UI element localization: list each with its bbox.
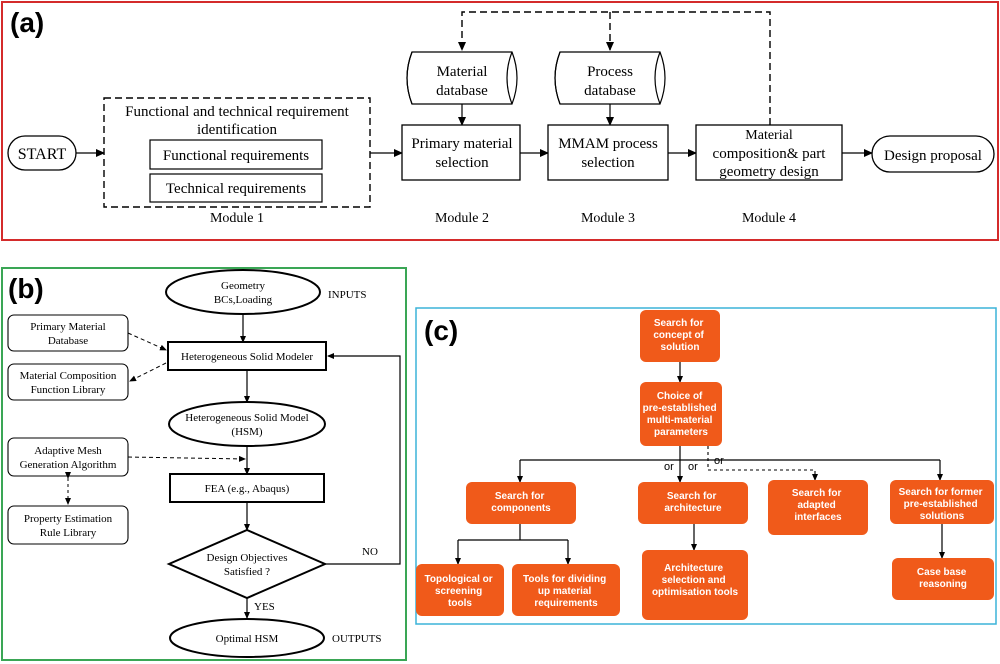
design-proposal-terminal: [871, 135, 995, 173]
or-label-2: or: [688, 461, 698, 473]
mat-comp-line1: Material Composition: [20, 370, 117, 382]
property-estimation-box: [7, 505, 129, 545]
composition-box: [695, 124, 843, 181]
optimal-hsm-ellipse: [169, 618, 325, 658]
hetero-modeler-label: Heterogeneous Solid Modeler: [181, 351, 313, 363]
tools-dividing-text: Tools for dividing up material requireme…: [523, 574, 609, 609]
or-label-1: or: [664, 461, 674, 473]
topological-box: Topological or screening tools: [416, 564, 504, 616]
panel-b-label: (b): [8, 273, 44, 304]
hsm-ellipse: [168, 401, 326, 447]
fea-label: FEA (e.g., Abaqus): [205, 483, 290, 495]
mmam-selection-box: [547, 124, 669, 181]
functional-req-label: Functional requirements: [163, 148, 309, 164]
mesh-line2: Generation Algorithm: [20, 459, 117, 471]
composition-line2: composition& part: [713, 146, 827, 162]
panel-a-border: [1, 1, 999, 241]
module1-label: Module 1: [210, 211, 264, 226]
case-base-text: Case base reasoning: [917, 567, 969, 590]
dashed-interfaces: [707, 446, 818, 481]
components-box: Search for components: [466, 482, 576, 524]
panel-a-label: (a): [10, 7, 44, 38]
geometry-line2: BCs,Loading: [214, 294, 273, 306]
primary-selection-box: [401, 124, 521, 181]
tools-dividing-box: Tools for dividing up material requireme…: [512, 564, 620, 616]
module1-title-line1: Functional and technical requirement: [125, 104, 349, 120]
choice-box: Choice of pre-established multi-material…: [640, 382, 722, 446]
primary-sel-line2: selection: [435, 155, 489, 171]
design-proposal-label: Design proposal: [884, 148, 982, 164]
no-feedback-loop: [325, 353, 401, 565]
panel-c-label: (c): [424, 315, 458, 346]
primary-db-line1: Primary Material: [30, 321, 105, 333]
inputs-label: INPUTS: [328, 289, 367, 301]
components-text: Search for components: [491, 491, 551, 514]
topological-text: Topological or screening tools: [425, 574, 496, 609]
prop-line2: Rule Library: [40, 527, 97, 539]
or-label-3: or: [714, 455, 724, 467]
dashed-db-modeler: [127, 332, 167, 351]
mat-comp-library-box: [7, 363, 129, 401]
mmam-line1: MMAM process: [558, 136, 658, 152]
primary-sel-line1: Primary material: [411, 136, 512, 152]
arch-selection-text: Architecture selection and optimisation …: [652, 563, 739, 598]
panel-b-border: [1, 267, 407, 661]
design-objectives-diamond: [166, 528, 328, 600]
no-label: NO: [362, 546, 378, 558]
material-db-line1: Material: [437, 64, 488, 80]
mesh-line1: Adaptive Mesh: [34, 445, 102, 457]
composition-line3: geometry design: [719, 164, 819, 180]
choice-text: Choice of pre-established multi-material…: [643, 391, 720, 438]
feedback-loop-dashed: [458, 11, 771, 125]
hsm-line2: (HSM): [231, 426, 263, 438]
architecture-text: Search for architecture: [664, 491, 722, 514]
former-text: Search for former pre-established soluti…: [899, 487, 986, 522]
process-db-line2: database: [584, 83, 636, 99]
dashed-modeler-library: [129, 362, 167, 382]
panel-b: (b) Geometry BCs,Loading INPUTS Primary …: [1, 267, 407, 661]
material-database-cylinder: [406, 51, 518, 105]
process-db-line1: Process: [587, 64, 633, 80]
outputs-label: OUTPUTS: [332, 633, 382, 645]
primary-db-line2: Database: [48, 335, 88, 347]
process-database-cylinder: [554, 51, 666, 105]
concept-text: Search for concept of solution: [653, 318, 706, 353]
interfaces-box: Search for adapted interfaces: [768, 480, 868, 535]
concept-box: Search for concept of solution: [640, 310, 720, 362]
technical-req-box: [149, 173, 323, 203]
geometry-line1: Geometry: [221, 280, 265, 292]
hsm-line1: Heterogeneous Solid Model: [185, 412, 308, 424]
former-box: Search for former pre-established soluti…: [890, 480, 994, 524]
design-obj-line1: Design Objectives: [207, 552, 288, 564]
design-obj-line2: Satisfied ?: [224, 566, 270, 578]
yes-label: YES: [254, 601, 275, 613]
mat-comp-line2: Function Library: [31, 384, 106, 396]
architecture-box: Search for architecture: [638, 482, 748, 524]
material-db-line2: database: [436, 83, 488, 99]
start-label: START: [18, 146, 67, 163]
module4-label: Module 4: [742, 211, 796, 226]
hetero-modeler-box: [167, 341, 327, 371]
technical-req-label: Technical requirements: [166, 181, 306, 197]
module2-label: Module 2: [435, 211, 489, 226]
panel-a: (a) START Functional and technical requi…: [1, 1, 999, 241]
mmam-line2: selection: [581, 155, 635, 171]
arch-selection-box: Architecture selection and optimisation …: [642, 550, 748, 620]
panel-c-border: [415, 307, 997, 625]
composition-line1: Material: [745, 128, 793, 143]
prop-line1: Property Estimation: [24, 513, 113, 525]
dashed-mesh-fea: [127, 455, 246, 462]
interfaces-text: Search for adapted interfaces: [792, 488, 844, 523]
module1-title-line2: identification: [197, 122, 277, 138]
functional-req-box: [149, 139, 323, 170]
panel-c: (c) or or or Search for concept of solut…: [415, 307, 997, 625]
optimal-label: Optimal HSM: [216, 633, 279, 645]
module3-label: Module 3: [581, 211, 635, 226]
case-base-box: Case base reasoning: [892, 558, 994, 600]
geometry-input-ellipse: [165, 269, 321, 315]
